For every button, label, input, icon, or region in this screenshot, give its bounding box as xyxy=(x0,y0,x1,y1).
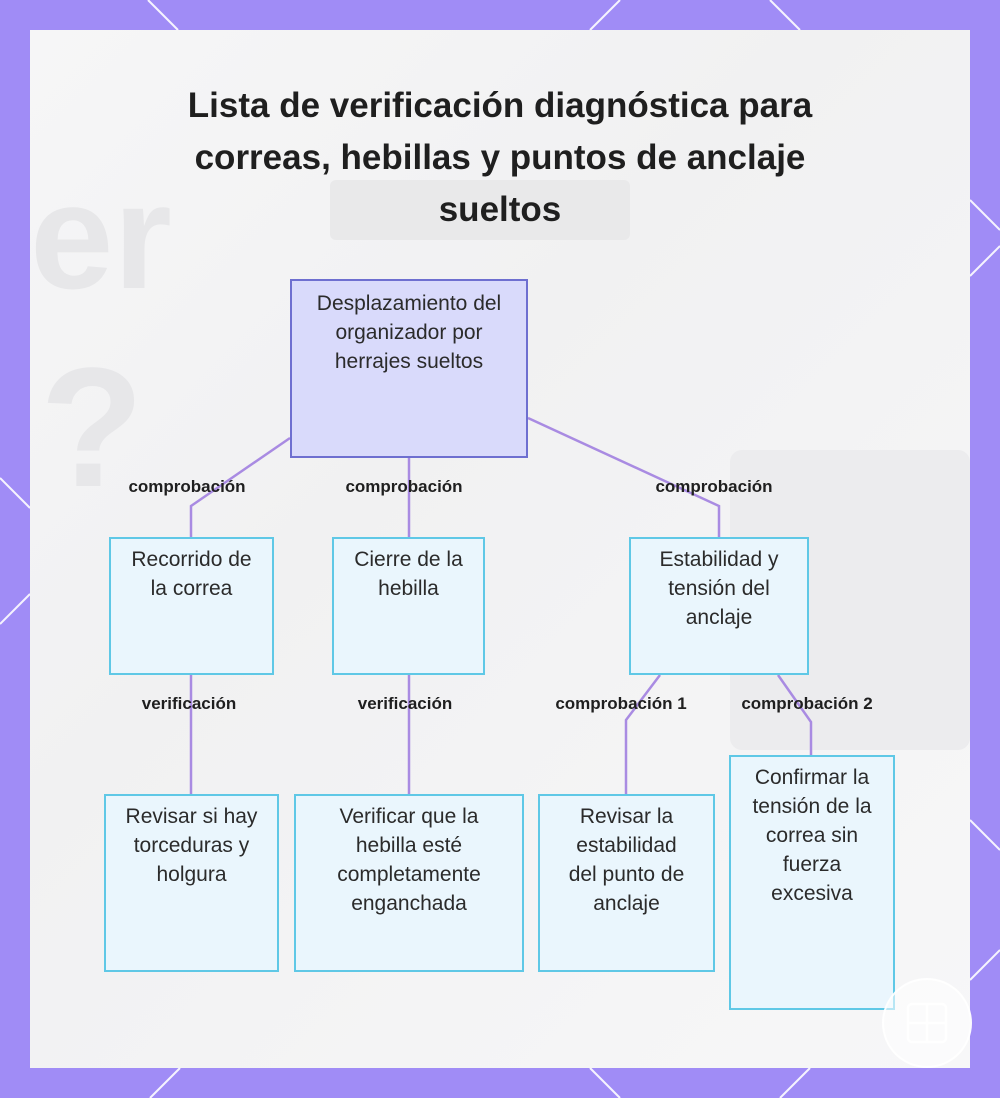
edge-root-to-strap xyxy=(189,436,291,537)
edge-label-strap-to-check: verificación xyxy=(141,694,237,713)
edge-anchor-to-check1 xyxy=(624,674,661,794)
node-label: Estabilidad y tensión del anclaje xyxy=(659,548,779,629)
diagram-title: Lista de verificación diagnóstica para c… xyxy=(187,86,813,229)
logo-icon xyxy=(906,1002,948,1044)
edge-label-root-to-buckle: comprobación xyxy=(345,477,463,496)
node-check-twists: Revisar si hay torceduras y holgura xyxy=(104,794,279,972)
edge-label-root-to-strap: comprobación xyxy=(128,477,246,496)
node-label: Revisar la estabilidad del punto de ancl… xyxy=(568,805,685,915)
node-label: Verificar que la hebilla esté completame… xyxy=(337,805,481,915)
node-label: Recorrido de la correa xyxy=(131,548,252,600)
edge-label-buckle-to-verify: verificación xyxy=(357,694,453,713)
node-verify-buckle: Verificar que la hebilla esté completame… xyxy=(294,794,524,972)
node-strap-path: Recorrido de la correa xyxy=(109,537,274,675)
node-anchor-stability: Estabilidad y tensión del anclaje xyxy=(629,537,809,675)
edge-anchor-to-check2 xyxy=(776,674,813,755)
edge-root-to-anchor xyxy=(527,416,721,537)
logo-watermark xyxy=(882,978,972,1068)
node-buckle-closure: Cierre de la hebilla xyxy=(332,537,485,675)
node-label: Confirmar la tensión de la correa sin fu… xyxy=(752,766,872,905)
background-ghost-shape: er xyxy=(30,152,172,320)
edge-label-anchor-to-check1: comprobación 1 xyxy=(555,694,687,713)
edge-label-anchor-to-check2: comprobación 2 xyxy=(741,694,873,713)
background-ghost-block xyxy=(330,180,630,240)
node-label: Revisar si hay torceduras y holgura xyxy=(125,805,258,886)
node-label: Cierre de la hebilla xyxy=(354,548,463,600)
edge-label-root-to-anchor: comprobación xyxy=(655,477,773,496)
background-ghost-shape: ? xyxy=(40,333,144,523)
node-check-anchor-point: Revisar la estabilidad del punto de ancl… xyxy=(538,794,715,972)
node-confirm-tension: Confirmar la tensión de la correa sin fu… xyxy=(729,755,895,1010)
node-label: Desplazamiento del organizador por herra… xyxy=(316,292,502,373)
node-root-organizer-displacement: Desplazamiento del organizador por herra… xyxy=(290,279,528,458)
